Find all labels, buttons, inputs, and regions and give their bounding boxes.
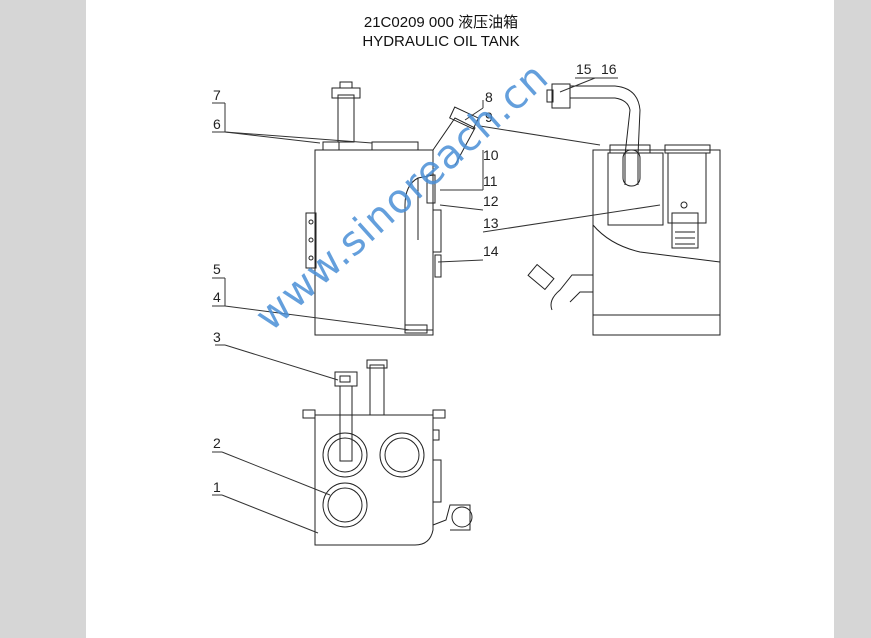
callout-8: 8	[485, 89, 493, 105]
callout-1: 1	[213, 479, 221, 495]
drawing-title-en: HYDRAULIC OIL TANK	[362, 33, 520, 50]
callout-11: 11	[483, 173, 498, 189]
callout-15: 15	[576, 61, 592, 77]
callout-6: 6	[213, 116, 221, 132]
cover-circle-3	[322, 482, 368, 528]
callout-16: 16	[601, 61, 617, 77]
callout-10: 10	[483, 147, 499, 163]
cover-circle-1	[322, 432, 368, 478]
side-view	[305, 81, 479, 336]
cover-circle-2	[379, 432, 425, 478]
drawing-title-code: 21C0209 000 液压油箱	[363, 14, 519, 31]
callout-2: 2	[213, 435, 221, 451]
callout-12: 12	[483, 193, 499, 209]
callout-14: 14	[483, 243, 499, 259]
callout-3: 3	[213, 329, 221, 345]
document-page: 21C0209 000 液压油箱 HYDRAULIC OIL TANK	[86, 0, 834, 638]
leader-lines	[212, 77, 661, 534]
callout-4: 4	[213, 289, 221, 305]
callout-5: 5	[213, 261, 221, 277]
callout-7: 7	[213, 87, 221, 103]
callout-9: 9	[485, 109, 493, 125]
top-view	[302, 359, 473, 546]
end-view	[527, 83, 721, 336]
callout-13: 13	[483, 215, 499, 231]
